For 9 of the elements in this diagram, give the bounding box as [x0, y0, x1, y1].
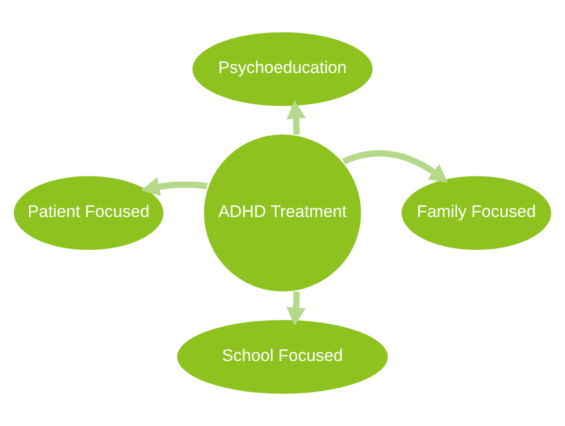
node-ellipse: Family Focused	[399, 174, 554, 252]
node-circle: ADHD Treatment	[202, 132, 364, 294]
arrow	[286, 100, 306, 135]
arrow	[286, 292, 306, 326]
arrow	[141, 177, 208, 196]
arrow	[342, 150, 448, 183]
node-ellipse: Patient Focused	[12, 174, 166, 252]
node-ellipse: Psychoeducation	[190, 30, 375, 108]
node-ellipse: School Focused	[175, 318, 390, 396]
